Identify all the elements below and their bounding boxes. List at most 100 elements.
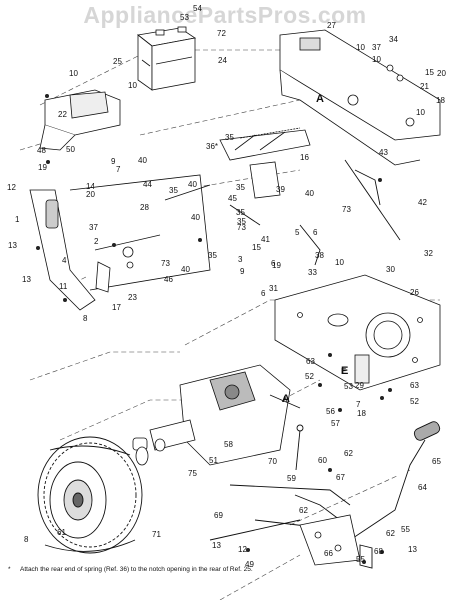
part-number-label: 35 xyxy=(208,251,217,260)
part-number-label: 35 xyxy=(236,183,245,192)
footnote-star: * xyxy=(8,566,11,573)
lift-rods xyxy=(164,159,401,266)
part-number-label: 12 xyxy=(238,545,247,554)
footnote: * Attach the rear end of spring (Ref. 36)… xyxy=(8,566,308,574)
part-number-label: 44 xyxy=(143,180,152,189)
part-number-label: 71 xyxy=(152,530,161,539)
part-number-label: 49 xyxy=(245,560,254,569)
part-number-label: 10 xyxy=(416,108,425,117)
part-number-label: 13 xyxy=(8,241,17,250)
part-number-label: 56 xyxy=(326,407,335,416)
part-number-label: 40 xyxy=(191,213,200,222)
part-number-label: 40 xyxy=(188,180,197,189)
callout-letter-a: A xyxy=(316,93,324,105)
main-frame xyxy=(274,274,441,391)
part-number-label: 60 xyxy=(318,456,327,465)
part-number-label: 73 xyxy=(161,259,170,268)
part-number-label: 16 xyxy=(300,153,309,162)
part-number-label: 62 xyxy=(386,529,395,538)
wheel-hub xyxy=(135,438,166,466)
part-number-label: 17 xyxy=(112,303,121,312)
part-number-label: 35 xyxy=(237,217,246,226)
part-number-label: 19 xyxy=(38,163,47,172)
part-number-label: 45 xyxy=(228,194,237,203)
part-number-label: 58 xyxy=(224,440,233,449)
part-number-label: 13 xyxy=(408,545,417,554)
part-number-label: 62 xyxy=(299,506,308,515)
part-number-label: 26 xyxy=(410,288,419,297)
part-number-label: 6 xyxy=(271,259,276,268)
part-number-label: 31 xyxy=(269,284,278,293)
part-number-label: 40 xyxy=(305,189,314,198)
part-number-label: 7 xyxy=(116,165,121,174)
part-number-label: 43 xyxy=(379,148,388,157)
part-number-label: 65 xyxy=(432,457,441,466)
part-number-label: 29 xyxy=(355,381,364,390)
part-number-label: 53 xyxy=(180,13,189,22)
part-number-label: 2 xyxy=(94,237,99,246)
part-number-label: 38 xyxy=(315,251,324,260)
part-number-label: 14 xyxy=(86,182,95,191)
part-number-label: 24 xyxy=(218,56,227,65)
linkage-plate xyxy=(299,514,361,566)
part-number-label: 4 xyxy=(62,256,67,265)
part-number-label: 69 xyxy=(214,511,223,520)
part-number-label: 8 xyxy=(83,314,88,323)
part-number-label: 13 xyxy=(212,541,221,550)
part-number-label: 40 xyxy=(138,156,147,165)
part-number-label: 36* xyxy=(206,142,218,151)
linkage-rods xyxy=(209,424,351,541)
part-number-label: 51 xyxy=(209,456,218,465)
part-number-label: 53 xyxy=(344,382,353,391)
part-number-label: 27 xyxy=(327,21,336,30)
part-number-label: 35 xyxy=(236,208,245,217)
shift-lever xyxy=(349,421,441,569)
part-number-label: 35 xyxy=(169,186,178,195)
part-number-label: 8 xyxy=(24,535,29,544)
part-number-label: 63 xyxy=(306,357,315,366)
part-number-label: 25 xyxy=(113,57,122,66)
part-number-label: 40 xyxy=(181,265,190,274)
part-number-label: 72 xyxy=(217,29,226,38)
part-number-label: 28 xyxy=(140,203,149,212)
part-number-label: 73 xyxy=(237,223,246,232)
part-number-label: A xyxy=(282,395,288,404)
part-number-label: 64 xyxy=(418,483,427,492)
part-number-label: 55 xyxy=(356,555,365,564)
callout-letter-e: E xyxy=(341,365,348,377)
pedal-assembly xyxy=(29,174,211,311)
footnote-text: Attach the rear end of spring (Ref. 36) … xyxy=(20,566,253,573)
part-number-label: 34 xyxy=(389,35,398,44)
part-number-label: 66 xyxy=(324,549,333,558)
part-number-label: 18 xyxy=(357,409,366,418)
part-number-label: 35 xyxy=(225,133,234,142)
part-number-label: 10 xyxy=(372,55,381,64)
part-number-label: 18 xyxy=(436,96,445,105)
seat-bracket xyxy=(39,89,121,151)
part-number-label: 12 xyxy=(7,183,16,192)
part-number-label: 59 xyxy=(287,474,296,483)
part-number-label: 22 xyxy=(58,110,67,119)
part-number-label: 6 xyxy=(313,228,318,237)
part-number-label: 67 xyxy=(336,473,345,482)
part-number-label: 54 xyxy=(193,4,202,13)
rear-tire xyxy=(37,436,143,554)
part-number-label: 46 xyxy=(164,275,173,284)
part-number-label: 5 xyxy=(295,228,300,237)
part-number-label: 7 xyxy=(356,400,361,409)
part-number-label: 32 xyxy=(424,249,433,258)
part-number-label: 75 xyxy=(188,469,197,478)
part-number-label: 55 xyxy=(401,525,410,534)
shift-shaft xyxy=(219,127,311,199)
callout-letters: A E A xyxy=(282,93,348,405)
part-number-label: 6 xyxy=(261,289,266,298)
part-number-label: 37 xyxy=(89,223,98,232)
part-number-label: 10 xyxy=(69,69,78,78)
part-number-label: 33 xyxy=(308,268,317,277)
part-number-label: 63 xyxy=(410,381,419,390)
part-number-label: 50 xyxy=(66,145,75,154)
part-number-label: 10 xyxy=(335,258,344,267)
part-number-label: 15 xyxy=(252,243,261,252)
